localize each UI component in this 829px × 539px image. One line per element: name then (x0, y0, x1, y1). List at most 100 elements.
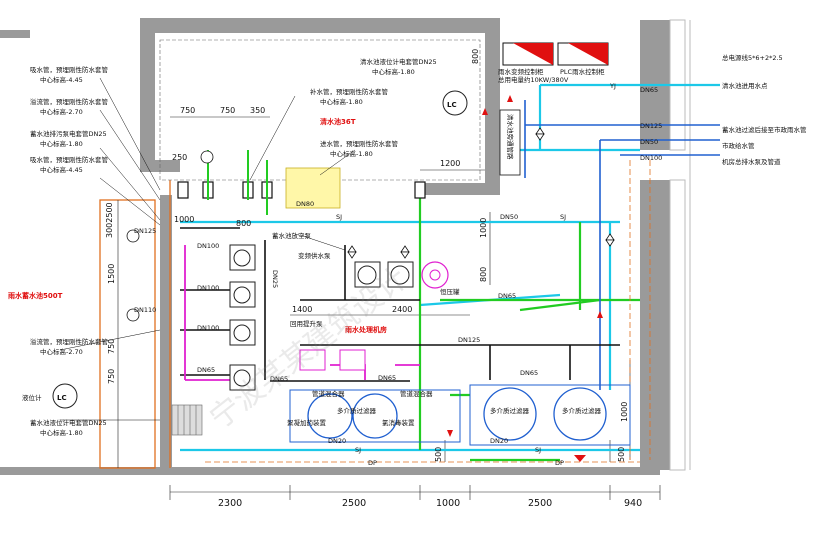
filter-3-label: 多介质过滤器 (490, 406, 530, 415)
filter-4-label: 多介质过滤器 (562, 406, 602, 415)
dn65-pump-4: DN65 (197, 366, 215, 374)
lc-level-controllers (52, 90, 468, 409)
dim-top-1200: 1200 (440, 159, 460, 168)
makeup-pipe-b: 中心标高-1.80 (320, 97, 363, 106)
mixer-1-label: 管道混合器 (312, 389, 345, 398)
dn100-pump-2: DN100 (197, 284, 219, 292)
left-note-1b: 中心标高-4.45 (40, 75, 83, 84)
left-note-7b: 中心标高-1.80 (40, 428, 83, 437)
inlet-pipe-b: 中心标高-1.80 (330, 149, 373, 158)
sj-label-1: SJ (336, 213, 342, 221)
dim-mid-1400: 1400 (292, 305, 312, 314)
sj-label-4: SJ (355, 446, 361, 454)
dn65-mix-label: DN65 (378, 374, 396, 382)
lc-top-label: LC (447, 101, 457, 109)
lc-left-label: LC (57, 394, 67, 402)
left-note-5a: 溢流管，预埋刚性防水套管 (30, 337, 109, 346)
level-conduit-a: 清水池液位计电套管DN25 (360, 57, 437, 66)
grate (171, 404, 203, 436)
dim-v-500b: 500 (617, 447, 626, 462)
control-panel-texts: 雨水变频控制柜 PLC雨水控制柜 总用电量约10KW/380V 清水池旁通管路 (498, 67, 605, 160)
dp-label-2: DP (555, 459, 564, 467)
dim-mid-2400: 2400 (392, 305, 412, 314)
dn65-mid-label: DN65 (498, 292, 516, 300)
dimension-lines (117, 116, 661, 500)
vfd-pumps (354, 261, 414, 288)
dn80-label: DN80 (296, 200, 314, 208)
dim-top-800: 800 (236, 219, 251, 228)
left-note-3a: 蓄水池排污泵电套管DN25 (30, 129, 107, 138)
dim-left-750b: 750 (107, 369, 116, 384)
tank-side-pumps (126, 229, 140, 322)
dim-v-500a: 500 (434, 447, 443, 462)
pressure-tank (421, 261, 449, 289)
left-note-1a: 吸水管，预埋刚性防水套管 (30, 65, 109, 74)
doser-2-label: 氯消毒装置 (382, 418, 415, 427)
left-note-5b: 中心标高-2.70 (40, 347, 83, 356)
left-note-4a: 吸水管，预埋刚性防水套管 (30, 155, 109, 164)
right-light-walls (669, 19, 691, 471)
clear-tank-label: 清水池36T (320, 117, 356, 126)
dimension-texts: 750 750 350 250 1000 800 1200 1400 2400 … (105, 49, 642, 509)
dim-bot-1000: 1000 (436, 498, 460, 509)
dn100-pump-1: DN100 (197, 242, 219, 250)
dosing-units (299, 349, 366, 371)
feed-pipes (418, 195, 640, 462)
dn100-pump-3: DN100 (197, 324, 219, 332)
dn20-left-label: DN20 (328, 437, 346, 445)
dim-top-750a: 750 (180, 106, 195, 115)
wall-pipe-stubs (207, 150, 268, 215)
dim-v-800: 800 (471, 49, 480, 64)
level-conduit-b: 中心标高-1.80 (372, 67, 415, 76)
dn110-label: DN110 (134, 306, 156, 314)
dn125-top-label: DN125 (640, 122, 662, 130)
left-note-2a: 溢流管，预埋刚性防水套管 (30, 97, 109, 106)
sj-label-2: SJ (560, 213, 566, 221)
dp-lines (205, 160, 651, 463)
dim-bot-2500b: 2500 (528, 498, 552, 509)
left-notes: 吸水管，预埋刚性防水套管 中心标高-4.45 溢流管，预埋刚性防水套管 中心标高… (22, 65, 109, 437)
top-notes: 清水池液位计电套管DN25 中心标高-1.80 补水管，预埋刚性防水套管 中心标… (310, 57, 437, 158)
valves (347, 127, 615, 259)
right-note-4: 市政给水管 (722, 141, 755, 150)
left-note-3b: 中心标高-1.80 (40, 139, 83, 148)
dn125-mid-label: DN125 (458, 336, 480, 344)
left-note-6a: 液位计 (22, 393, 42, 402)
dn50-label: DN50 (500, 213, 518, 221)
dim-top-750b: 750 (220, 106, 235, 115)
left-note-7a: 蓄水池液位计电套管DN25 (30, 418, 107, 427)
vfd-pump-label: 变频供水泵 (298, 251, 331, 260)
inlet-grille (285, 167, 341, 209)
bypass-label: 清水池旁通管路 (506, 114, 515, 160)
rain-tank-label: 雨水蓄水池500T (8, 291, 63, 300)
treatment-room-label: 雨水处理机房 (345, 325, 387, 334)
dn100-right-label: DN100 (640, 154, 662, 162)
flow-arrows (447, 95, 603, 462)
pipe-labels: SJ SJ SJ SJ YJ DP DP DN80 DN50 DN50 DN10… (134, 82, 662, 467)
clear-water-pipes (180, 83, 720, 452)
dn125-left-label: DN125 (134, 227, 156, 235)
sj-label-3: SJ (535, 446, 541, 454)
dn20-right-label: DN20 (490, 437, 508, 445)
dim-top-350: 350 (250, 106, 265, 115)
dim-v-1000b: 1000 (620, 402, 629, 422)
lift-pump-label: 回用提升泵 (290, 319, 323, 328)
doser-1-label: 絮凝加药装置 (287, 418, 327, 427)
yj-label: YJ (609, 82, 616, 90)
control-panels (502, 42, 609, 66)
tank-vent-label: 蓄水池放空泵 (272, 231, 312, 240)
bypass-box (499, 109, 521, 176)
dn25-label: DN25 (271, 270, 279, 288)
panel-b-label: PLC雨水控制柜 (560, 67, 605, 76)
panel-power-label: 总用电量约10KW/380V (498, 75, 569, 84)
panel-a-label: 雨水变频控制柜 (498, 67, 544, 76)
mixer-2-label: 管道混合器 (400, 389, 433, 398)
rain-tank-outline (99, 180, 171, 469)
left-note-4b: 中心标高-4.45 (40, 165, 83, 174)
inlet-pipe-a: 进水管，预埋刚性防水套管 (320, 139, 399, 148)
dim-v-800b: 800 (479, 267, 488, 282)
room-labels: 雨水蓄水池500T 清水池36T 雨水处理机房 (8, 117, 387, 334)
blue-pipes (524, 100, 720, 390)
dn65-left-label: DN65 (270, 375, 288, 383)
